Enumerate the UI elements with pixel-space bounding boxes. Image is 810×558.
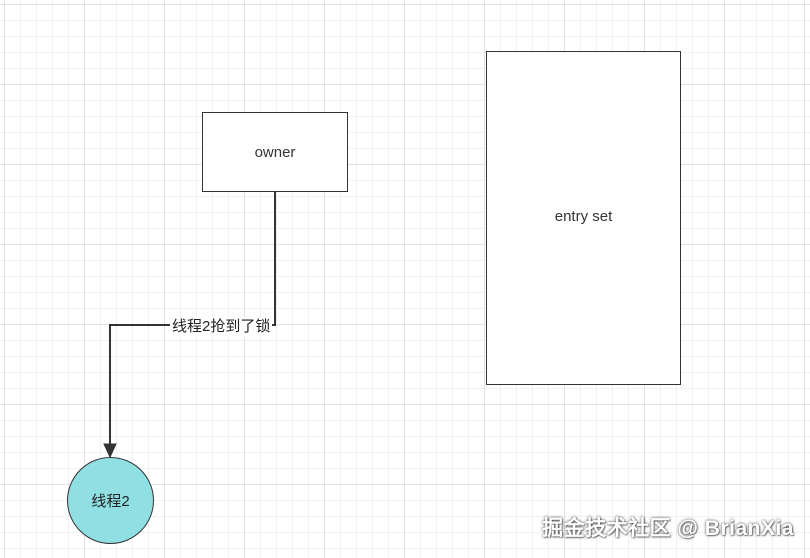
owner-node-label: owner [254, 143, 296, 161]
watermark: 掘金技术社区 @ BrianXia [542, 517, 794, 540]
entry-set-node[interactable]: entry set [486, 51, 681, 385]
thread2-node[interactable]: 线程2 [67, 457, 154, 544]
arrowhead-icon [103, 443, 117, 459]
thread2-node-label: 线程2 [91, 493, 130, 510]
owner-node[interactable]: owner [202, 112, 348, 192]
edge-label: 线程2抢到了锁 [170, 317, 273, 337]
entry-set-node-label: entry set [554, 208, 613, 225]
